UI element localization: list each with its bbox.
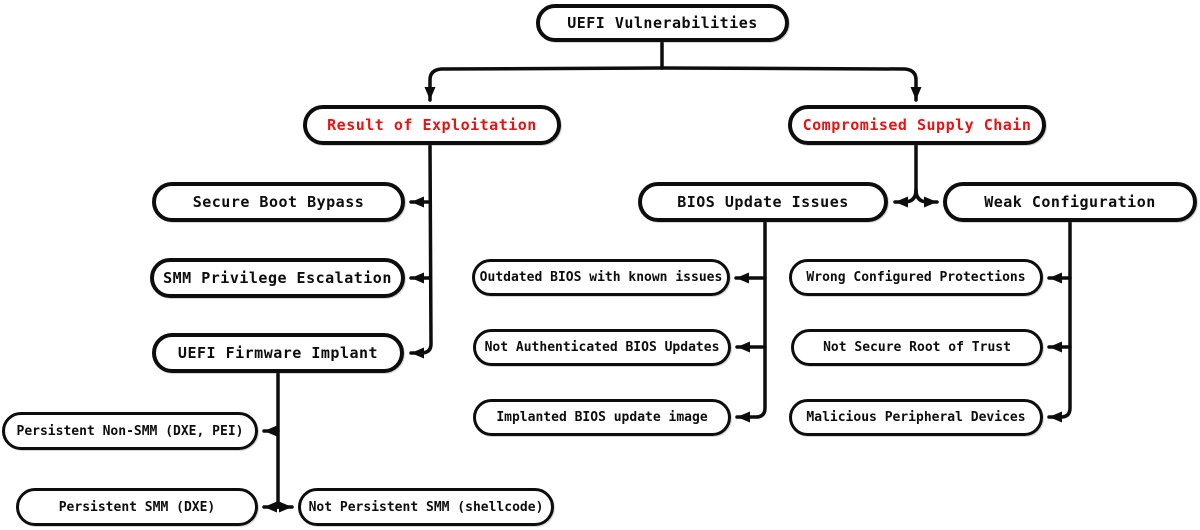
node-result-of-exploitation: Result of Exploitation: [303, 105, 561, 145]
node-label: Wrong Configured Protections: [806, 270, 1026, 285]
node-compromised-supply-chain: Compromised Supply Chain: [788, 105, 1046, 145]
node-outdated-bios: Outdated BIOS with known issues: [472, 259, 730, 296]
node-label: UEFI Vulnerabilities: [567, 14, 758, 32]
edge-supply-to-bios: [893, 188, 918, 208]
edge-bios-trunk: [735, 220, 767, 423]
node-wrong-configured-protections: Wrong Configured Protections: [789, 259, 1043, 296]
node-secure-boot-bypass: Secure Boot Bypass: [152, 182, 405, 222]
node-smm-privilege-escalation: SMM Privilege Escalation: [150, 258, 405, 298]
edge-supply-to-weak: [914, 188, 939, 208]
node-label: Not Secure Root of Trust: [823, 340, 1011, 355]
node-bios-update-issues: BIOS Update Issues: [638, 182, 888, 222]
node-label: Malicious Peripheral Devices: [806, 410, 1026, 425]
node-not-authenticated-bios: Not Authenticated BIOS Updates: [473, 329, 731, 366]
node-label: Secure Boot Bypass: [192, 193, 365, 211]
node-label: Persistent SMM (DXE): [58, 499, 216, 515]
node-label: UEFI Firmware Implant: [177, 344, 379, 362]
edge-root-to-result: [424, 66, 664, 102]
node-label: Compromised Supply Chain: [802, 116, 1032, 134]
node-label: Weak Configuration: [984, 193, 1156, 211]
node-weak-configuration: Weak Configuration: [943, 182, 1197, 222]
node-label: Implanted BIOS update image: [496, 410, 708, 425]
edge-result-trunk: [409, 143, 433, 359]
node-malicious-peripheral-devices: Malicious Peripheral Devices: [789, 399, 1043, 436]
node-implanted-bios: Implanted BIOS update image: [473, 399, 731, 436]
node-not-secure-root-of-trust: Not Secure Root of Trust: [791, 329, 1043, 366]
edge-root-to-supply: [660, 66, 922, 102]
node-label: BIOS Update Issues: [677, 193, 849, 211]
node-label: Not Authenticated BIOS Updates: [484, 340, 720, 355]
node-uefi-vulnerabilities: UEFI Vulnerabilities: [536, 4, 789, 42]
node-not-persistent-smm: Not Persistent SMM (shellcode): [298, 488, 554, 526]
node-label: Outdated BIOS with known issues: [479, 270, 723, 285]
node-uefi-firmware-implant: UEFI Firmware Implant: [152, 333, 404, 373]
node-persistent-smm: Persistent SMM (DXE): [16, 488, 258, 526]
node-persistent-non-smm: Persistent Non-SMM (DXE, PEI): [2, 412, 258, 450]
node-label: SMM Privilege Escalation: [163, 269, 392, 287]
node-label: Persistent Non-SMM (DXE, PEI): [16, 423, 244, 439]
node-label: Not Persistent SMM (shellcode): [308, 499, 544, 515]
edge-weak-trunk: [1047, 220, 1072, 423]
node-label: Result of Exploitation: [327, 116, 537, 134]
